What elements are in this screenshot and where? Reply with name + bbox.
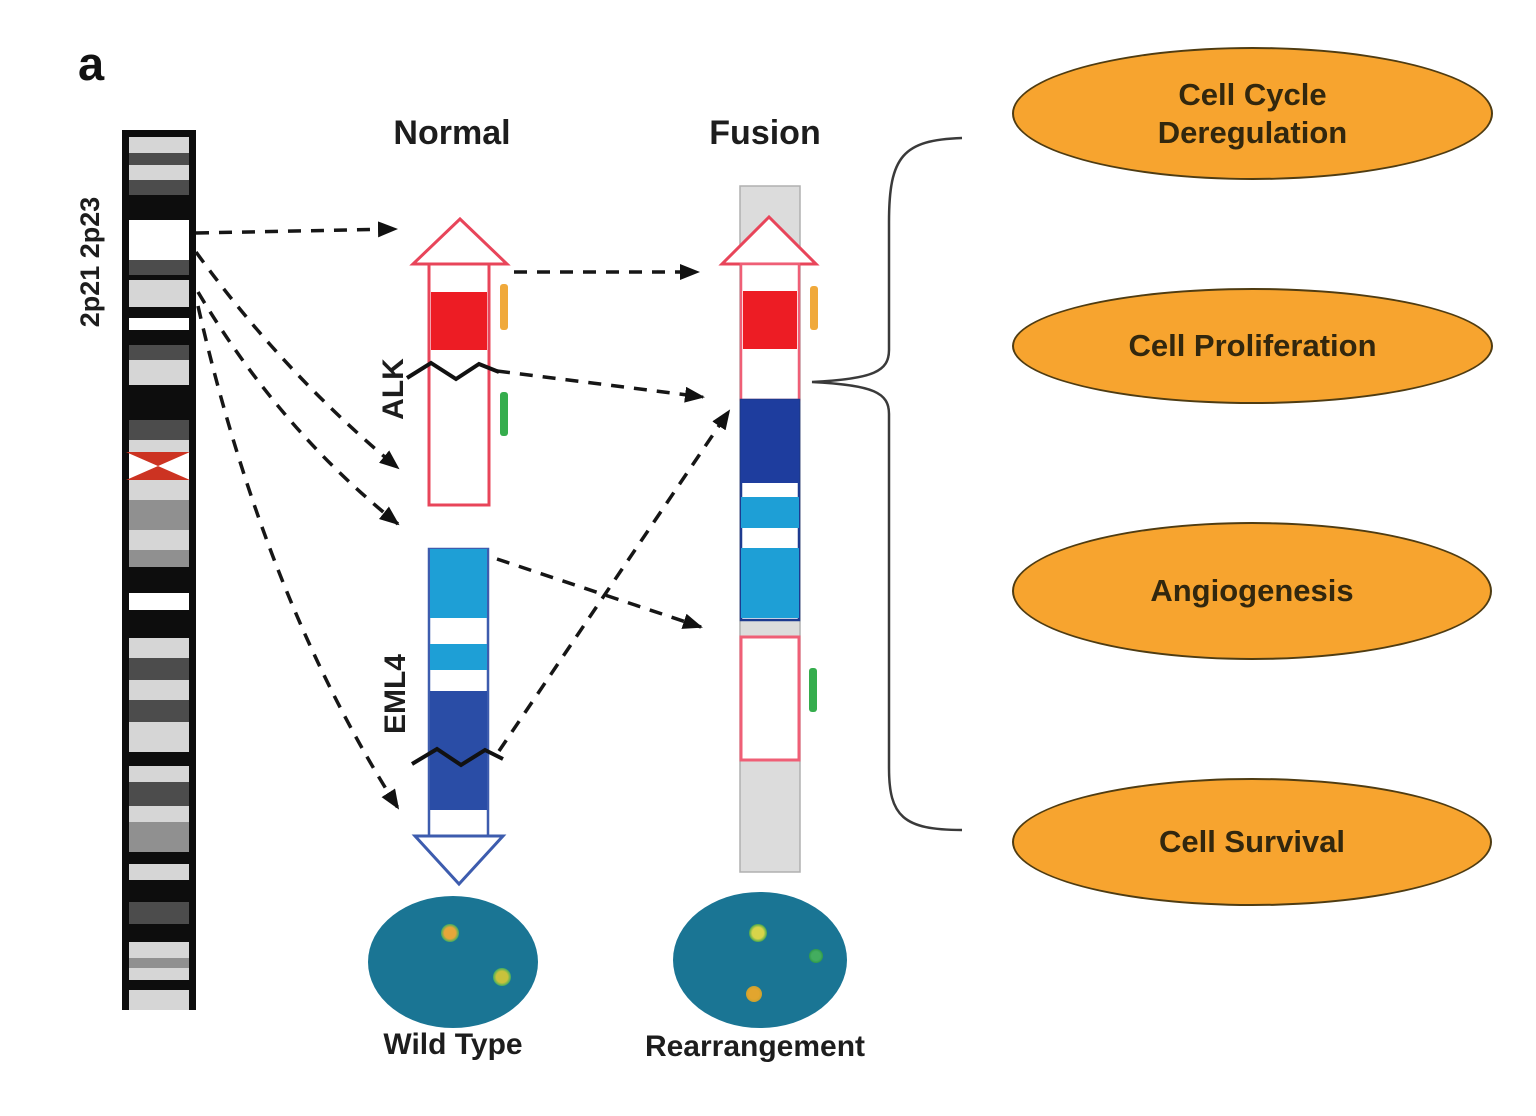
chromosome-band bbox=[129, 550, 189, 567]
hallmark-cell-proliferation: Cell Proliferation bbox=[1012, 288, 1493, 404]
chromosome-band bbox=[129, 260, 189, 275]
alk-green-probe-tick bbox=[500, 392, 508, 436]
chromosome-band bbox=[129, 440, 189, 452]
hallmark-label: Cell Survival bbox=[1158, 824, 1346, 860]
hallmark-label: Cell Proliferation bbox=[1128, 328, 1377, 364]
hallmark-cell-cycle-deregulation: Cell Cycle Deregulation bbox=[1012, 47, 1493, 180]
fish-signal bbox=[493, 968, 511, 986]
normal-column-title: Normal bbox=[393, 114, 511, 152]
panel-label: a bbox=[78, 37, 105, 90]
fusion-darkblue-segment bbox=[741, 400, 799, 483]
wild-type-label: Wild Type bbox=[383, 1028, 523, 1061]
fusion-empty-box bbox=[739, 635, 801, 762]
chromosome-band bbox=[129, 806, 189, 822]
alk-gene-label: ALK bbox=[377, 358, 410, 420]
chromosome-ideogram bbox=[122, 130, 196, 1010]
fish-signal bbox=[746, 986, 762, 1002]
chromosome-band bbox=[129, 700, 189, 722]
chromosome-band bbox=[129, 902, 189, 924]
chromosome-band bbox=[129, 567, 189, 593]
chromosome-bands bbox=[129, 130, 189, 1010]
eml4-segment-2 bbox=[430, 644, 487, 670]
chromosome-band bbox=[129, 924, 189, 942]
hallmark-label: Cell Cycle Deregulation bbox=[1157, 77, 1348, 150]
chromosome-band bbox=[129, 385, 189, 420]
chromosome-band bbox=[129, 220, 189, 260]
fusion-red-segment bbox=[743, 291, 797, 349]
chromosome-band bbox=[129, 307, 189, 318]
chromosome-band bbox=[129, 500, 189, 530]
dashed-arrow-to-eml4-bottom bbox=[196, 305, 400, 810]
chromosome-band bbox=[129, 180, 189, 195]
chromosome-band bbox=[129, 480, 189, 500]
fusion-lightblue-segment-1 bbox=[741, 497, 799, 528]
alk-kinase-domain-segment bbox=[431, 292, 487, 350]
eml4-segment-1 bbox=[430, 549, 487, 618]
fusion-lightblue-segment-2 bbox=[741, 548, 799, 618]
dashed-arrow-2p21-to-eml4-top bbox=[196, 291, 400, 526]
chromosome-band bbox=[129, 345, 189, 360]
chromosome-band bbox=[129, 722, 189, 752]
hallmark-cell-survival: Cell Survival bbox=[1012, 778, 1492, 906]
chromosome-band bbox=[129, 942, 189, 958]
chromosome-band bbox=[129, 752, 189, 766]
fusion-arrowhead bbox=[718, 214, 820, 266]
fish-signal bbox=[749, 924, 767, 942]
chromosome-band bbox=[129, 195, 189, 220]
chromosome-band bbox=[129, 852, 189, 864]
chromosome-band bbox=[129, 318, 189, 330]
dashed-arrow-to-alk-bottom bbox=[194, 250, 400, 470]
chromosome-band bbox=[129, 280, 189, 307]
alk-arrowhead bbox=[409, 216, 511, 266]
fish-nucleus-rearrangement bbox=[673, 892, 847, 1028]
chromosome-band bbox=[129, 864, 189, 880]
eml4-arrowhead bbox=[411, 834, 507, 887]
chromosome-band bbox=[129, 990, 189, 1010]
fish-signal bbox=[809, 949, 823, 963]
chromosome-band bbox=[129, 420, 189, 440]
alk-breakpoint-zigzag bbox=[405, 360, 500, 382]
rearrangement-label: Rearrangement bbox=[644, 1030, 866, 1063]
chromosome-band bbox=[129, 638, 189, 658]
alk-orange-probe-tick bbox=[500, 284, 508, 330]
chromosome-band bbox=[129, 153, 189, 165]
fusion-green-probe-tick bbox=[809, 668, 817, 712]
chromosome-band bbox=[129, 530, 189, 550]
chromosome-band bbox=[129, 610, 189, 638]
hallmark-label: Angiogenesis bbox=[1150, 573, 1354, 609]
fusion-orange-probe-tick bbox=[810, 286, 818, 330]
chromosome-band bbox=[129, 137, 189, 153]
chromosome-band bbox=[129, 130, 189, 137]
chromosome-band bbox=[129, 330, 189, 345]
hallmark-angiogenesis: Angiogenesis bbox=[1012, 522, 1492, 660]
dashed-arrow-2p23-to-alk-tip bbox=[195, 221, 398, 238]
chromosome-band bbox=[129, 958, 189, 968]
eml4-breakpoint-zigzag bbox=[410, 746, 504, 768]
chromosome-band bbox=[129, 766, 189, 782]
dashed-arrow-eml4-top-to-fusion-box bbox=[496, 557, 703, 629]
chromosome-band bbox=[129, 880, 189, 902]
chromosome-band bbox=[129, 680, 189, 700]
chromosome-band bbox=[129, 968, 189, 980]
fish-signal bbox=[441, 924, 459, 942]
dashed-arrow-eml4-break-to-fusion bbox=[497, 409, 731, 752]
chromosome-band bbox=[129, 658, 189, 680]
chromosome-band bbox=[129, 593, 189, 610]
chromosome-band bbox=[129, 822, 189, 852]
chromosome-band bbox=[129, 360, 189, 385]
chromosome-band-label: 2p21 2p23 bbox=[75, 196, 105, 328]
fish-nucleus-wild-type bbox=[368, 896, 538, 1028]
chromosome-band bbox=[129, 782, 189, 806]
curly-brace bbox=[811, 136, 963, 832]
dashed-arrow-alk-break-to-fusion bbox=[496, 369, 705, 403]
chromosome-band bbox=[129, 980, 189, 990]
chromosome-band bbox=[129, 275, 189, 280]
chromosome-band bbox=[129, 165, 189, 180]
centromere bbox=[126, 452, 190, 480]
eml4-gene-label: EML4 bbox=[379, 654, 412, 735]
fusion-column-title: Fusion bbox=[709, 114, 821, 152]
